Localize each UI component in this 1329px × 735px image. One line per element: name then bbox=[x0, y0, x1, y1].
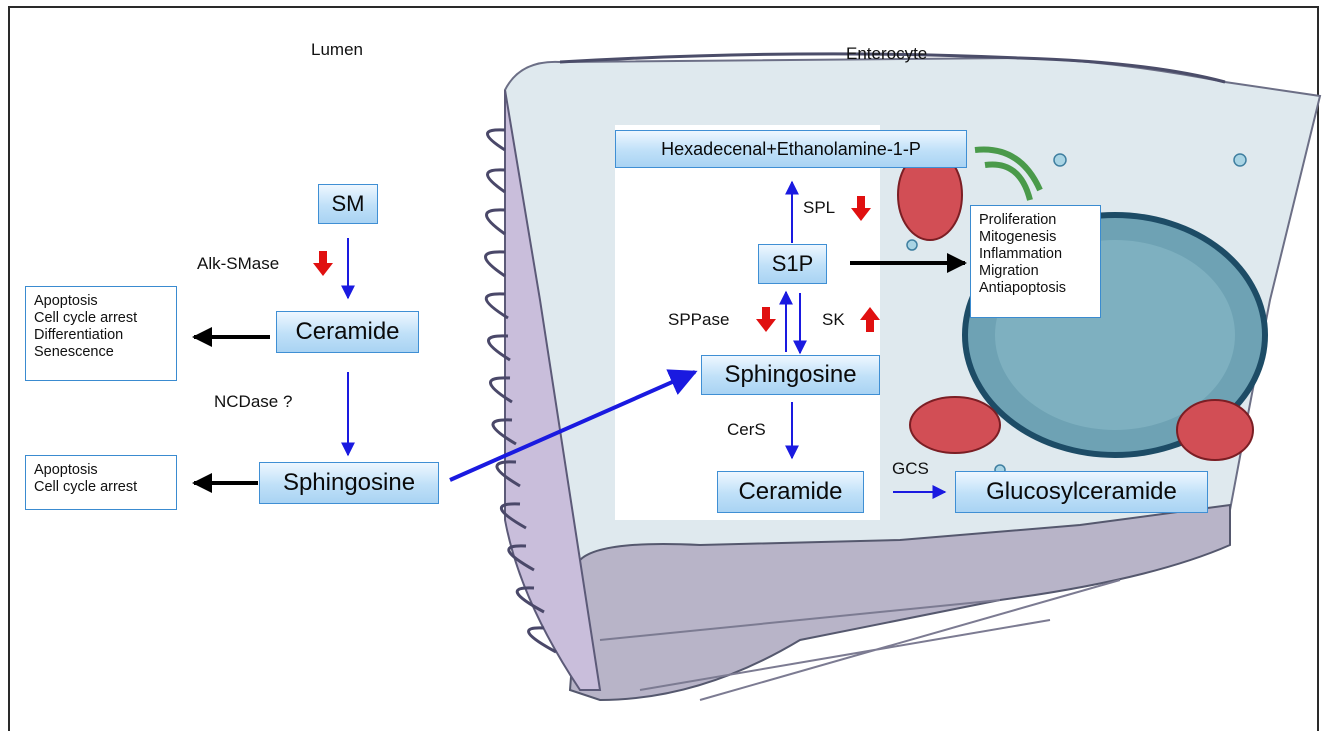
mitochondrion bbox=[1177, 400, 1253, 460]
outcome-item: Antiapoptosis bbox=[979, 280, 1092, 297]
mitochondrion bbox=[910, 397, 1000, 453]
lumen-sphingosine-box: Sphingosine bbox=[259, 462, 439, 504]
outcome-item: Mitogenesis bbox=[979, 229, 1092, 246]
spl-label: SPL bbox=[803, 198, 835, 218]
gcs-label: GCS bbox=[892, 459, 929, 479]
ncdase-label: NCDase ? bbox=[214, 392, 292, 412]
outcome-item: Apoptosis bbox=[34, 293, 168, 310]
outcome-item: Proliferation bbox=[979, 212, 1092, 229]
alk-smase-down-arrow bbox=[313, 251, 333, 276]
outcome-item: Migration bbox=[979, 263, 1092, 280]
cell-ceramide-box: Ceramide bbox=[717, 471, 864, 513]
outcome-item: Cell cycle arrest bbox=[34, 310, 168, 327]
ceramide-outcomes-box: Apoptosis Cell cycle arrest Differentiat… bbox=[25, 286, 177, 381]
outcome-item: Apoptosis bbox=[34, 462, 168, 479]
cers-label: CerS bbox=[727, 420, 766, 440]
outcome-item: Cell cycle arrest bbox=[34, 479, 168, 496]
cell-sphingosine-box: Sphingosine bbox=[701, 355, 880, 395]
sppase-label: SPPase bbox=[668, 310, 729, 330]
sk-label: SK bbox=[822, 310, 845, 330]
lumen-header: Lumen bbox=[311, 40, 363, 60]
sm-box: SM bbox=[318, 184, 378, 224]
outcome-item: Differentiation bbox=[34, 327, 168, 344]
s1p-outcomes-box: Proliferation Mitogenesis Inflammation M… bbox=[970, 205, 1101, 318]
enterocyte-header: Enterocyte bbox=[846, 44, 927, 64]
lumen-ceramide-box: Ceramide bbox=[276, 311, 419, 353]
outcome-item: Senescence bbox=[34, 344, 168, 361]
glucosylceramide-box: Glucosylceramide bbox=[955, 471, 1208, 513]
hexadecenal-box: Hexadecenal+Ethanolamine-1-P bbox=[615, 130, 967, 168]
sphingosine-outcomes-box: Apoptosis Cell cycle arrest bbox=[25, 455, 177, 510]
s1p-box: S1P bbox=[758, 244, 827, 284]
outcome-item: Inflammation bbox=[979, 246, 1092, 263]
alk-smase-label: Alk-SMase bbox=[197, 254, 279, 274]
